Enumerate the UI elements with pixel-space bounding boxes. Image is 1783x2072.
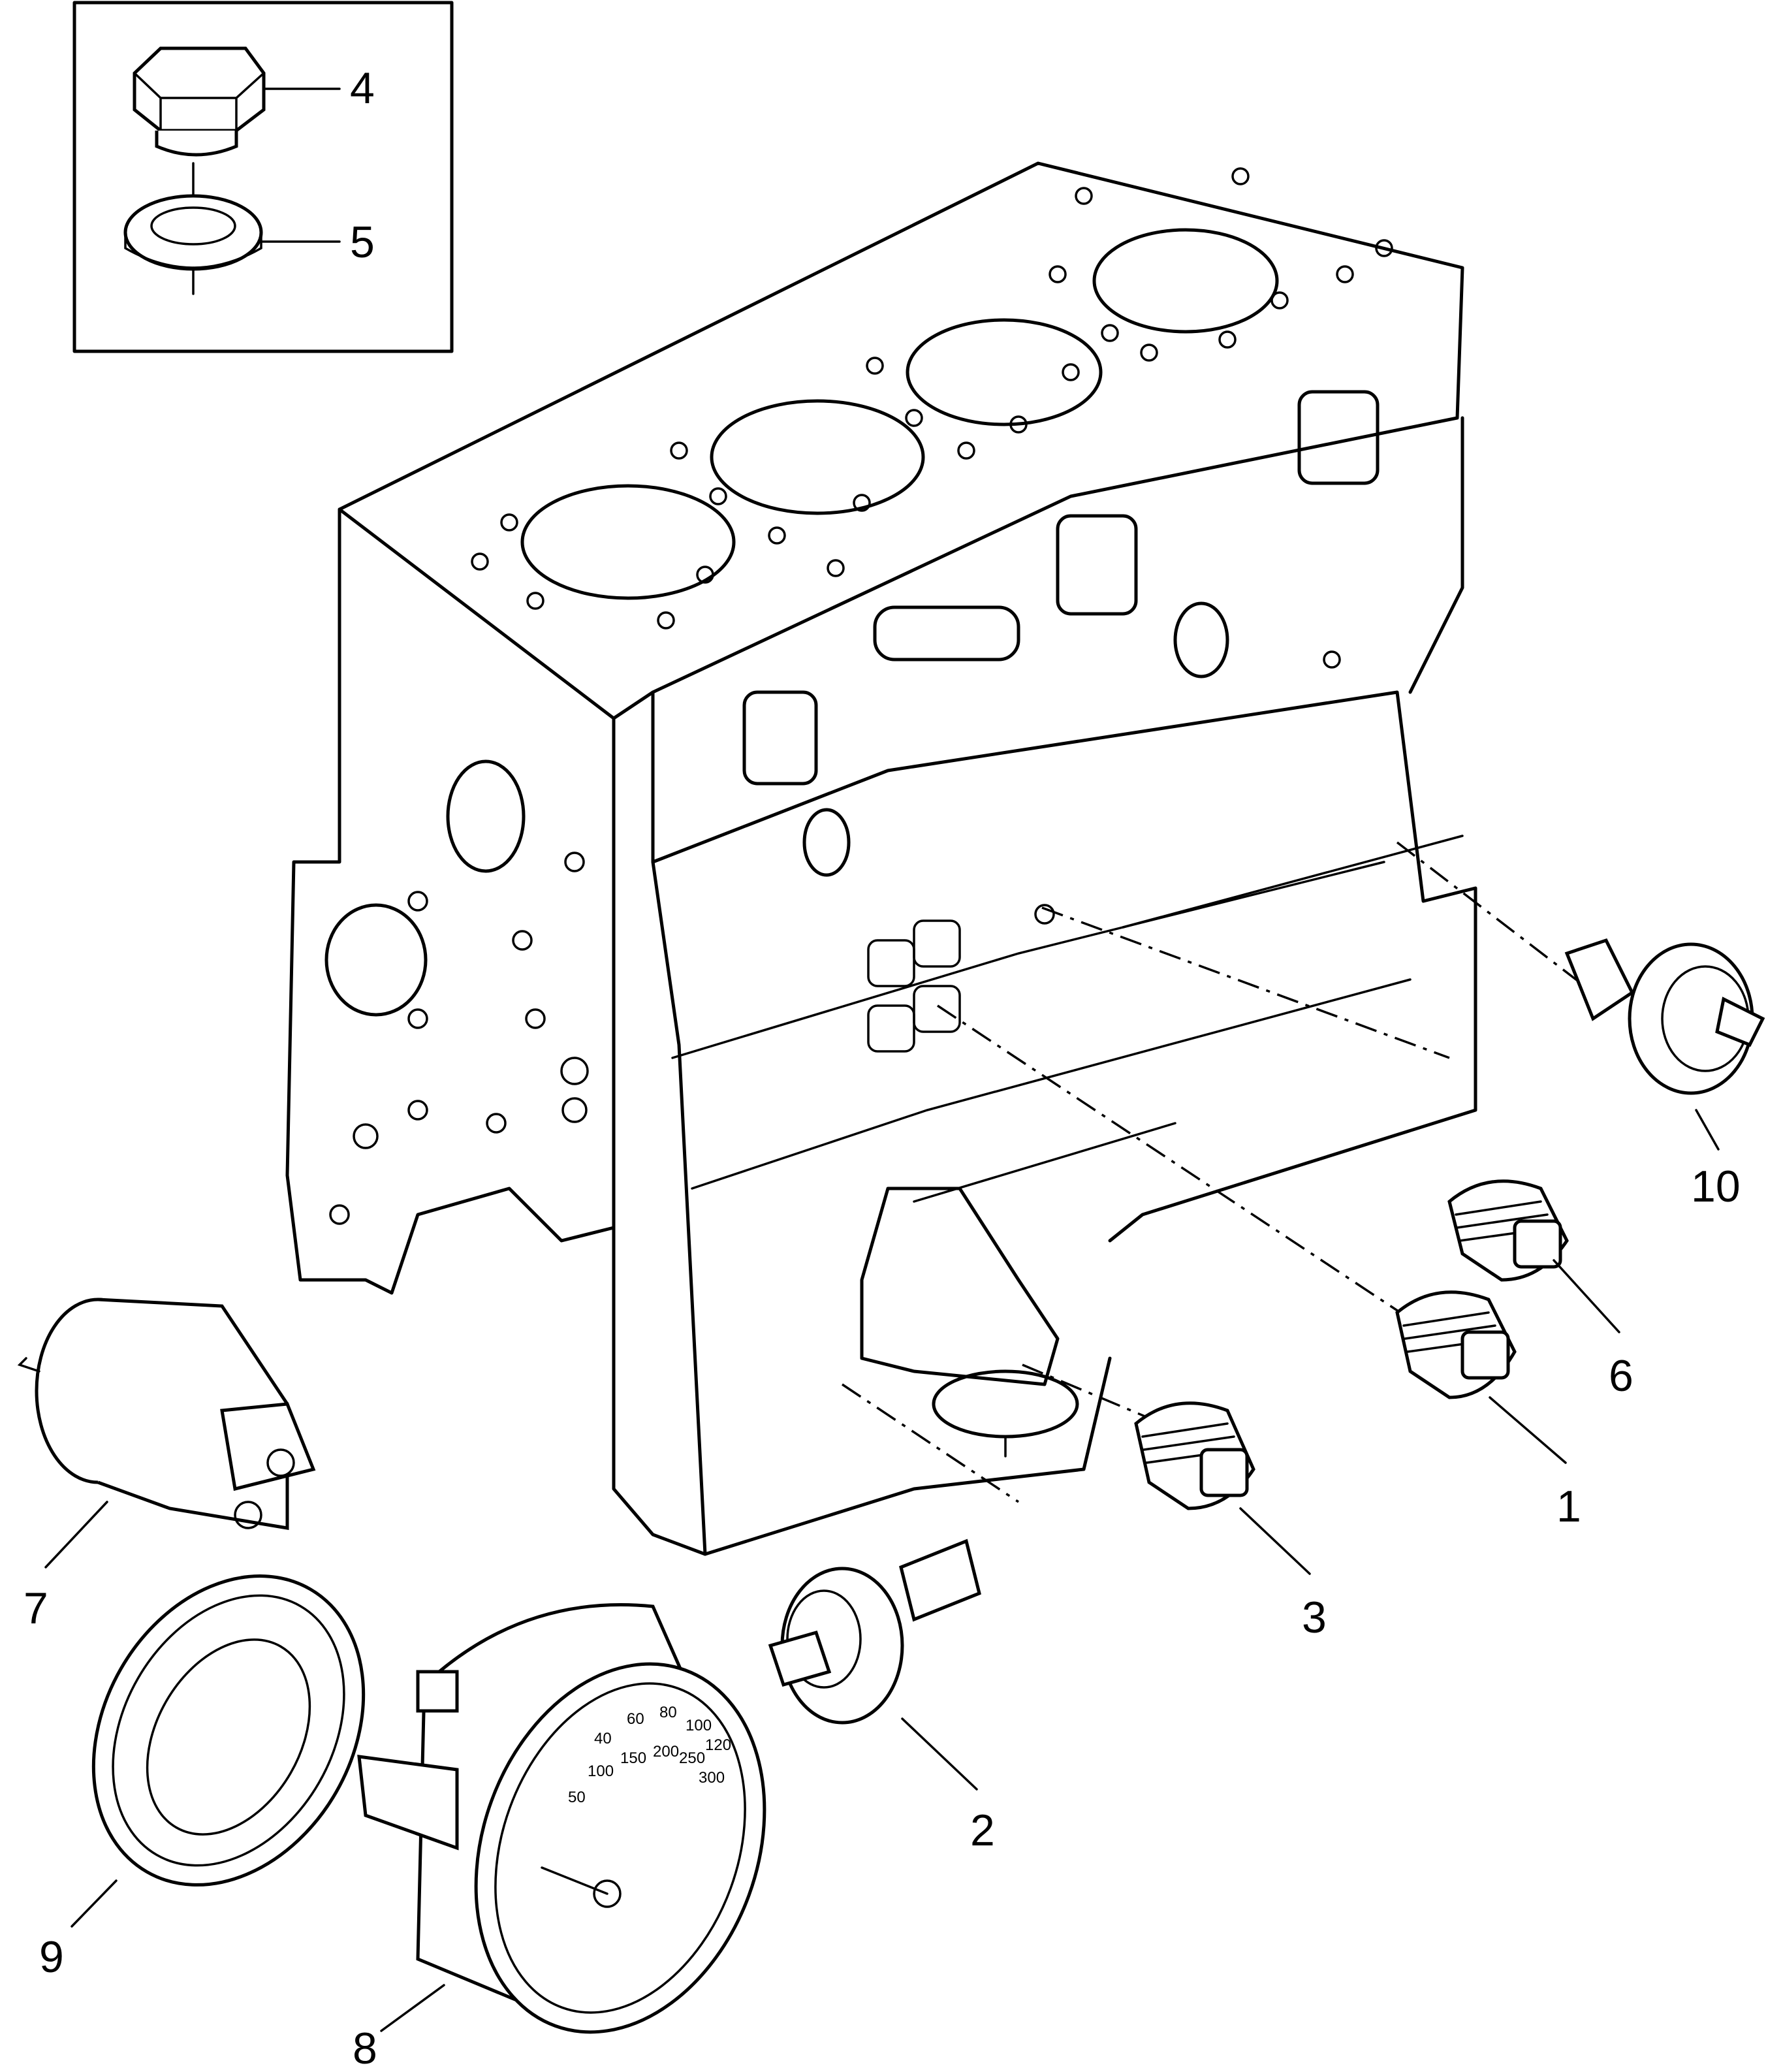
- assembly-lines: [842, 841, 1594, 1503]
- callout-labels: 4 5 10 6 1 3 2 7 9 8: [24, 63, 1741, 2072]
- dial-inner-50: 50: [568, 1789, 586, 1806]
- dial-inner-300: 300: [699, 1769, 725, 1787]
- dial-tick-40: 40: [594, 1730, 612, 1747]
- gauge-8: 40 60 80 100 120 50 100 150 200 250 300: [357, 1603, 766, 2034]
- pipe-plug-6: [1447, 1179, 1569, 1282]
- callout-3: 3: [1302, 1593, 1327, 1642]
- drain-plug-4: [133, 46, 266, 217]
- cylinder-bores: [520, 228, 1279, 600]
- oil-filter-head: [860, 1187, 1079, 1458]
- callout-7: 7: [24, 1584, 48, 1633]
- deck-holes: [471, 167, 1393, 630]
- front-face-holes: [324, 759, 589, 1225]
- dial-tick-80: 80: [659, 1704, 677, 1721]
- mounting-pads: [742, 390, 1380, 1053]
- block-side-face: [651, 690, 1477, 1243]
- pipe-plug-1: [1395, 1290, 1517, 1399]
- callout-10: 10: [1691, 1162, 1741, 1211]
- callout-6: 6: [1609, 1351, 1633, 1401]
- callout-2: 2: [970, 1806, 995, 1855]
- block-top-deck: [338, 161, 1464, 720]
- dial-inner-100: 100: [588, 1762, 614, 1780]
- sealing-washer-5: [123, 194, 263, 295]
- dial-tick-100: 100: [686, 1717, 712, 1734]
- pipe-plug-3: [1134, 1401, 1255, 1510]
- pressure-switch-10: [1564, 938, 1765, 1095]
- callout-5: 5: [350, 217, 375, 267]
- engine-block: [285, 161, 1477, 1556]
- pressure-switch-2: [768, 1538, 981, 1725]
- leader-lines: [44, 1109, 1720, 2032]
- block-front-face: [285, 507, 616, 1295]
- gasket-9: [91, 1574, 366, 1887]
- inset-detail-box: [72, 1, 454, 353]
- dial-tick-120: 120: [705, 1736, 731, 1754]
- dial-tick-60: 60: [627, 1710, 644, 1728]
- callout-8: 8: [353, 2024, 377, 2072]
- gauge-dial-text: 40 60 80 100 120 50 100 150 200 250 300: [568, 1704, 731, 1806]
- callout-9: 9: [39, 1932, 64, 1982]
- sender-unit-7: [17, 1298, 316, 1530]
- callout-4: 4: [350, 63, 375, 113]
- dial-inner-150: 150: [620, 1749, 646, 1767]
- callout-1: 1: [1556, 1482, 1581, 1531]
- dial-inner-250: 250: [679, 1749, 705, 1767]
- dial-inner-200: 200: [653, 1743, 679, 1761]
